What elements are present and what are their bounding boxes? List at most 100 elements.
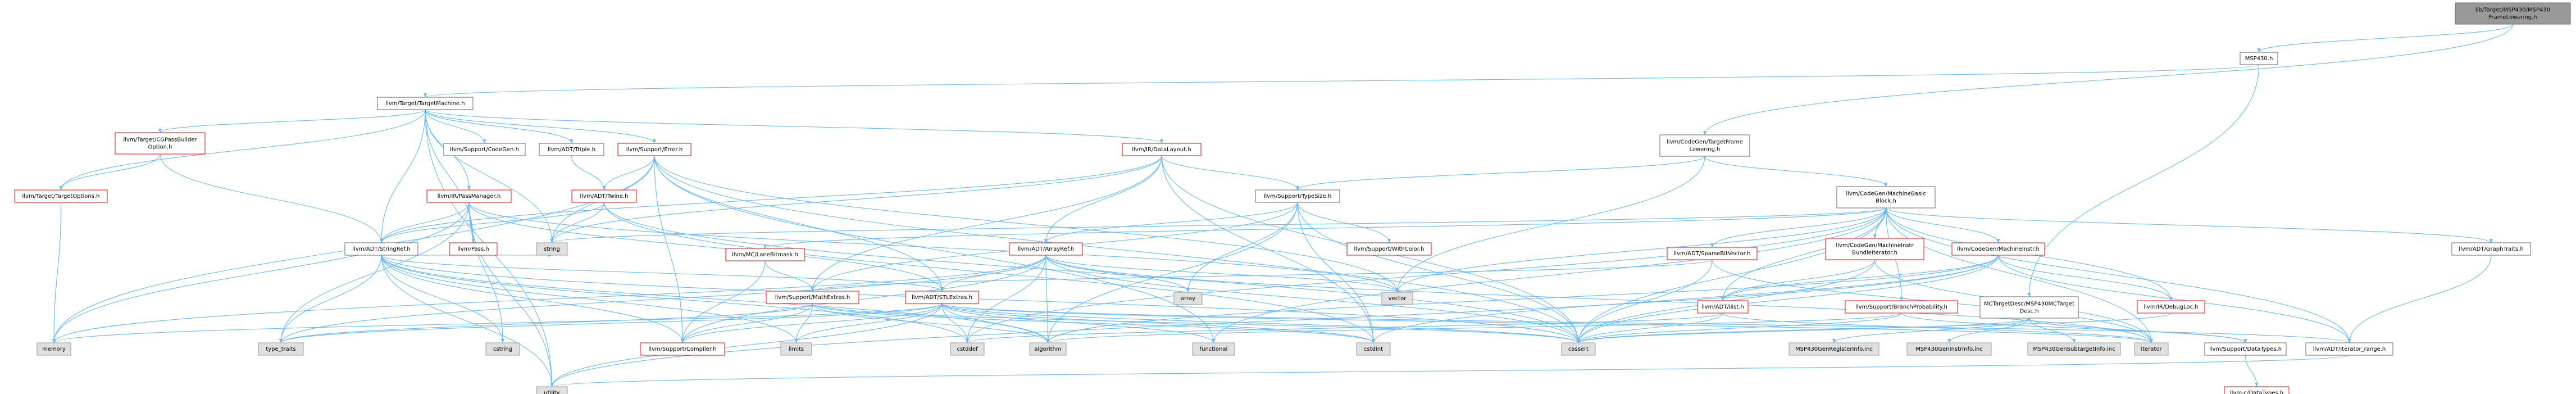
- edge-adt_arrayref-to-sys_iterator: [1045, 255, 2153, 343]
- node-adt_arrayref[interactable]: llvm/ADT/ArrayRef.h: [1009, 242, 1083, 256]
- node-label: MSP430.h: [2245, 56, 2273, 62]
- edge-target_machine-to-support_codegen: [425, 109, 486, 144]
- node-adt_iterator_range[interactable]: llvm/ADT/iterator_range.h: [2305, 342, 2393, 356]
- edge-mctargetdesc-to-sys_msp_reginfo: [1832, 318, 2030, 343]
- node-support_branchprob[interactable]: llvm/Support/BranchProbability.h: [1845, 300, 1958, 314]
- node-box: [485, 342, 520, 356]
- edge-adt_arrayref-to-sys_algorithm: [1045, 255, 1050, 343]
- node-label: llvm/CodeGen/MachineBasic: [1846, 191, 1926, 197]
- edge-adt_stringref-to-support_compiler: [381, 255, 684, 343]
- node-adt_stringref[interactable]: llvm/ADT/StringRef.h: [344, 242, 418, 256]
- node-target_machine[interactable]: llvm/Target/TargetMachine.h: [377, 97, 474, 110]
- node-adt_ilist[interactable]: llvm/ADT/ilist.h: [1697, 300, 1749, 314]
- edge-target_machine-to-cgpassbuilder: [158, 109, 426, 133]
- edge-ir_passmanager-to-sys_cstring: [468, 202, 504, 343]
- node-ir_datalayout[interactable]: llvm/IR/DataLayout.h: [1122, 143, 1201, 156]
- edge-cg_machineinstr-to-sys_utility: [550, 255, 1999, 387]
- edge-cg_machineinstr-to-ir_debugloc: [1997, 255, 2173, 301]
- node-ir_passmanager[interactable]: llvm/IR/PassManager.h: [426, 189, 512, 203]
- edge-mctargetdesc-to-support_datatypes: [2028, 318, 2247, 343]
- node-box: [536, 386, 568, 394]
- node-cg_instrbundleiter[interactable]: llvm/CodeGen/MachineInstrBundleIterator.…: [1825, 238, 1924, 260]
- node-support_withcolor[interactable]: llvm/Support/WithColor.h: [1346, 242, 1432, 256]
- edge-target_machine-to-support_error: [425, 109, 656, 144]
- node-label: MCTargetDesc/MSP430MCTarget: [1984, 301, 2074, 307]
- node-support_mathextras[interactable]: llvm/Support/MathExtras.h: [766, 291, 859, 304]
- node-box: [2137, 300, 2205, 314]
- edge-ir_passmanager-to-sys_utility: [468, 202, 554, 387]
- node-adt_sparsebitvector[interactable]: llvm/ADT/SparseBitVector.h: [1667, 247, 1758, 260]
- edge-support_mathextras-to-sys_cassert: [812, 303, 1580, 343]
- node-support_compiler[interactable]: llvm/Support/Compiler.h: [640, 342, 725, 356]
- edge-cg_frame_lowering-to-mbb: [1704, 156, 1888, 187]
- edge-mbb-to-mc_lanebitmask: [763, 207, 1887, 249]
- node-support_datatypes[interactable]: llvm/Support/DataTypes.h: [2204, 342, 2287, 356]
- edge-adt_stlextras-to-adt_iterator_range: [941, 303, 2351, 343]
- node-sys_vector: vector: [1381, 292, 1413, 305]
- node-cg_machineinstr[interactable]: llvm/CodeGen/MachineInstr.h: [1951, 242, 2045, 256]
- node-llvm_c_datatypes[interactable]: llvm-c/DataTypes.h: [2224, 386, 2290, 394]
- node-label: llvm/Target/TargetOptions.h: [22, 193, 100, 200]
- node-label: llvm/MC/LaneBitmask.h: [732, 252, 798, 258]
- edge-cg_machineinstr-to-sys_algorithm: [1046, 255, 1999, 343]
- edge-adt_ilist-to-sys_cstddef: [966, 313, 1723, 343]
- node-pass_h[interactable]: llvm/Pass.h: [449, 242, 498, 256]
- edge-adt_stringref-to-sys_cstring: [381, 255, 504, 343]
- node-box: [449, 242, 498, 256]
- node-label: Desc.h: [2019, 309, 2038, 315]
- edge-adt_stlextras-to-sys_iterator: [941, 303, 2153, 343]
- node-support_error[interactable]: llvm/Support/Error.h: [617, 143, 691, 156]
- node-adt_graphtraits[interactable]: llvm/ADT/GraphTraits.h: [2451, 242, 2531, 256]
- node-label: memory: [42, 346, 66, 352]
- node-sys_msp_instrinfo: MSP430GenInstrInfo.inc: [1906, 342, 1992, 356]
- node-box: [1029, 342, 1067, 356]
- edge-msp430_h-to-target_machine: [424, 64, 2260, 98]
- edge-ir_datalayout-to-adt_stringref: [380, 155, 1162, 243]
- node-box: [617, 143, 691, 156]
- node-box: [766, 291, 859, 304]
- node-adt_triple[interactable]: llvm/ADT/Triple.h: [539, 143, 604, 156]
- node-sys_cstdint: cstdint: [1356, 342, 1391, 356]
- edge-ir_passmanager-to-adt_stringref: [380, 202, 470, 243]
- node-target_options[interactable]: llvm/Target/TargetOptions.h: [14, 189, 108, 203]
- node-box: [571, 189, 637, 203]
- node-sys_type_traits: type_traits: [258, 342, 304, 356]
- node-label: llvm/ADT/iterator_range.h: [2313, 346, 2386, 352]
- node-label: string: [544, 246, 560, 252]
- node-label: MSP430GenSubtargetInfo.inc: [2033, 346, 2115, 352]
- node-label: llvm/IR/DebugLoc.h: [2143, 304, 2198, 310]
- node-label: llvm/ADT/Triple.h: [548, 147, 595, 153]
- edge-mctargetdesc-to-sys_msp_instrinfo: [1947, 318, 2030, 343]
- edge-root-to-msp430_h: [2257, 24, 2514, 53]
- edge-adt_stlextras-to-sys_cstddef: [941, 303, 969, 343]
- node-label: llvm/IR/DataLayout.h: [1132, 147, 1191, 153]
- edge-mbb-to-sys_functional: [1212, 207, 1887, 343]
- node-sys_string: string: [536, 242, 568, 256]
- node-label: llvm/ADT/GraphTraits.h: [2459, 246, 2524, 252]
- node-label: llvm/CodeGen/MachineInstr.h: [1957, 246, 2040, 252]
- edge-adt_stringref-to-sys_cassert: [381, 255, 1580, 343]
- node-adt_twine[interactable]: llvm/ADT/Twine.h: [571, 189, 637, 203]
- node-support_typesize[interactable]: llvm/Support/TypeSize.h: [1255, 189, 1340, 203]
- edge-mctargetdesc-to-sys_cassert: [1577, 318, 2030, 343]
- edge-adt_stringref-to-sys_type_traits: [279, 255, 382, 343]
- node-msp430_h[interactable]: MSP430.h: [2240, 52, 2278, 65]
- edge-ir_datalayout-to-sys_cstdint: [1161, 155, 1375, 343]
- node-label: llvm/Target/TargetMachine.h: [385, 101, 465, 107]
- node-ir_debugloc[interactable]: llvm/IR/DebugLoc.h: [2137, 300, 2205, 314]
- node-box: [1836, 186, 1936, 209]
- edge-ir_passmanager-to-sys_vector: [468, 202, 1399, 293]
- node-mc_lanebitmask[interactable]: llvm/MC/LaneBitmask.h: [725, 248, 805, 261]
- node-label: llvm/ADT/ilist.h: [1701, 304, 1744, 310]
- node-support_codegen[interactable]: llvm/Support/CodeGen.h: [443, 143, 526, 156]
- node-label: llvm/Target/CGPassBuilder: [123, 137, 197, 143]
- node-label: llvm/IR/PassManager.h: [438, 193, 500, 200]
- node-box: [14, 189, 108, 203]
- edge-adt_stlextras-to-sys_algorithm: [941, 303, 1050, 343]
- node-adt_stlextras[interactable]: llvm/ADT/STLExtras.h: [905, 291, 979, 304]
